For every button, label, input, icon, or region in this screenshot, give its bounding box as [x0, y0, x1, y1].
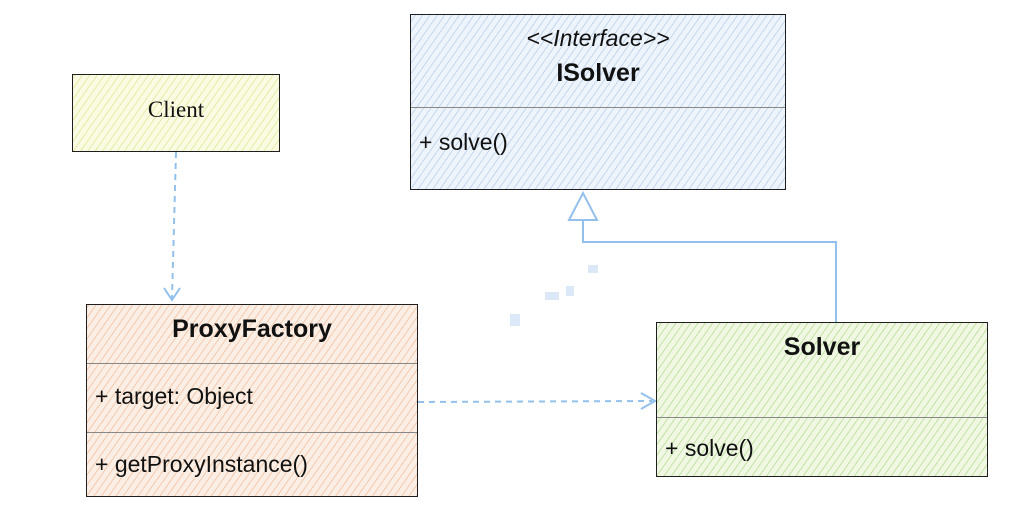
isolver-divider — [411, 107, 785, 108]
solver-class-name: Solver — [783, 333, 861, 361]
solver-to-isolver-realization-line — [582, 220, 837, 322]
solver-class-box[interactable]: Solver + solve() — [656, 322, 988, 477]
proxyfactory-class-name: ProxyFactory — [172, 315, 332, 343]
client-to-proxyfactory-dependency-line — [171, 151, 177, 299]
solver-divider — [657, 417, 987, 418]
proxyfactory-attr-divider — [87, 432, 417, 433]
proxyfactory-method-getproxyinstance: + getProxyInstance() — [95, 451, 308, 477]
proxyfactory-attribute-target: + target: Object — [95, 383, 253, 409]
artifact-pixels — [545, 292, 559, 300]
proxyfactory-to-solver-dependency-line — [417, 400, 653, 403]
client-to-proxyfactory-arrowhead — [163, 287, 181, 302]
artifact-pixels — [566, 286, 574, 296]
proxyfactory-to-solver-arrowhead — [640, 392, 658, 410]
realization-triangle-head — [567, 190, 599, 221]
proxyfactory-name-divider — [87, 363, 417, 364]
isolver-interface-box[interactable]: <<Interface>> ISolver + solve() — [410, 14, 786, 190]
isolver-class-name: ISolver — [556, 59, 640, 87]
solver-method-solve: + solve() — [665, 435, 754, 461]
isolver-stereotype: <<Interface>> — [526, 25, 670, 51]
proxyfactory-class-box[interactable]: ProxyFactory + target: Object + getProxy… — [86, 304, 418, 497]
artifact-pixels — [510, 314, 520, 326]
client-class-box[interactable]: Client — [72, 74, 280, 152]
isolver-method-solve: + solve() — [419, 129, 508, 155]
artifact-pixels — [588, 265, 598, 273]
client-class-name: Client — [147, 97, 205, 122]
